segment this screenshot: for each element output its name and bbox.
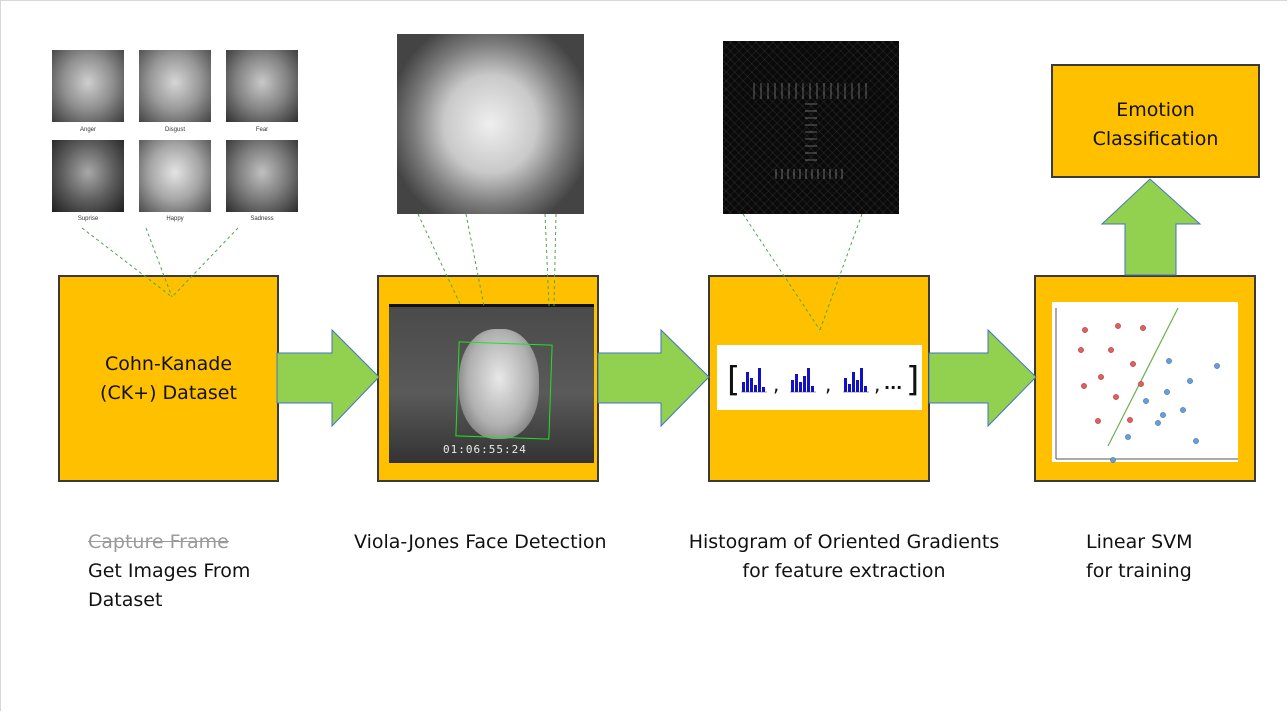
svm-blue-point	[1143, 398, 1149, 404]
svm-blue-point	[1110, 457, 1116, 463]
svm-red-point	[1115, 323, 1121, 329]
dataset-box-line-2: (CK+) Dataset	[100, 382, 237, 404]
svm-red-point	[1078, 347, 1084, 353]
svm-blue-point	[1193, 438, 1199, 444]
dataset-box-label: Cohn-Kanade (CK+) Dataset	[58, 350, 279, 408]
emotion-label-fear: Fear	[255, 127, 269, 133]
emotion-label-disgust: Disgust	[164, 127, 185, 133]
dataset-caption-struck: Capture Frame	[88, 531, 229, 553]
svm-red-point	[1108, 347, 1114, 353]
hog-comma-1: ,	[773, 372, 779, 396]
dataset-connector-lines	[81, 227, 239, 298]
hog-visualization-image	[723, 41, 899, 214]
cropped-face-image	[397, 34, 584, 214]
face-image-surprise	[52, 140, 124, 212]
hog-connector-lines	[742, 213, 863, 331]
face-detection-caption: Viola-Jones Face Detection	[354, 528, 607, 557]
svm-blue-point	[1214, 363, 1220, 369]
svg-text:]: ]	[906, 360, 919, 400]
emotion-grid: Anger Disgust Fear Suprise Happy Sadness	[48, 48, 304, 226]
histogram-icon-1	[741, 368, 767, 393]
svm-blue-point	[1180, 407, 1186, 413]
emotion-classification-label: Emotion Classification	[1051, 96, 1260, 154]
svm-plot	[1055, 308, 1238, 460]
dataset-caption: Capture Frame Get Images From Dataset	[88, 528, 250, 615]
arrow-svm-to-classification	[1100, 178, 1202, 276]
hog-caption-line-1: Histogram of Oriented Gradients	[688, 531, 1000, 553]
svm-blue-point	[1164, 389, 1170, 395]
svm-blue-point	[1160, 412, 1166, 418]
emotion-label-sadness: Sadness	[250, 216, 274, 222]
dataset-caption-line-2: Dataset	[88, 589, 163, 611]
face-detection-caption-line-1: Viola-Jones Face Detection	[354, 531, 607, 553]
face-image-anger	[52, 50, 124, 122]
arrow-dataset-to-detection	[276, 328, 380, 428]
face-connector-lines	[417, 213, 557, 307]
svm-red-point	[1127, 417, 1133, 423]
emotion-line-1: Emotion	[1116, 99, 1195, 121]
emotion-label-happy: Happy	[166, 216, 184, 222]
svm-red-point	[1113, 394, 1119, 400]
histogram-icon-3	[843, 368, 869, 393]
emotion-line-2: Classification	[1092, 128, 1219, 150]
dataset-box-line-1: Cohn-Kanade	[104, 353, 233, 375]
histogram-icon-2	[790, 368, 816, 393]
hog-ellipsis: ...	[884, 374, 902, 393]
emotion-classification-box	[1051, 64, 1260, 178]
dataset-caption-line-1: Get Images From	[88, 560, 251, 582]
svm-red-point	[1095, 418, 1101, 424]
svm-blue-point	[1166, 358, 1172, 364]
face-image-sadness	[226, 140, 298, 212]
dataset-box	[58, 275, 279, 482]
face-detection-frame: 01:06:55:24	[389, 304, 594, 463]
svm-blue-points	[1110, 358, 1220, 463]
svg-text:[: [	[727, 360, 740, 400]
svm-caption: Linear SVM for training	[1086, 528, 1193, 586]
emotion-label-anger: Anger	[79, 127, 96, 133]
svm-red-point	[1138, 381, 1144, 387]
svm-red-point	[1081, 383, 1087, 389]
svm-red-point	[1098, 374, 1104, 380]
hog-caption-line-2: for feature extraction	[742, 560, 946, 582]
arrow-hog-to-svm	[928, 328, 1037, 428]
arrow-detection-to-hog	[597, 328, 710, 428]
hog-vector-glyphs: [ ] , , , ...	[727, 360, 919, 400]
svm-red-point	[1082, 327, 1088, 333]
hog-comma-3: ,	[874, 372, 880, 396]
hog-feature-vector	[717, 345, 922, 410]
hog-comma-2: ,	[825, 372, 831, 396]
svm-red-points	[1078, 323, 1146, 424]
svm-caption-line-1: Linear SVM	[1086, 531, 1193, 553]
svm-red-point	[1130, 361, 1136, 367]
svm-decision-boundary	[1107, 307, 1179, 447]
video-timestamp: 01:06:55:24	[443, 443, 527, 456]
svm-blue-point	[1155, 420, 1161, 426]
svm-caption-line-2: for training	[1086, 560, 1192, 582]
face-image-happy	[139, 140, 211, 212]
svm-blue-point	[1187, 378, 1193, 384]
emotion-label-surprise: Suprise	[77, 216, 99, 222]
svm-red-point	[1140, 325, 1146, 331]
hog-caption: Histogram of Oriented Gradients for feat…	[664, 528, 1024, 586]
face-image-disgust	[139, 50, 211, 122]
face-image-fear	[226, 50, 298, 122]
detected-face-image	[459, 329, 539, 439]
svm-blue-point	[1125, 434, 1131, 440]
